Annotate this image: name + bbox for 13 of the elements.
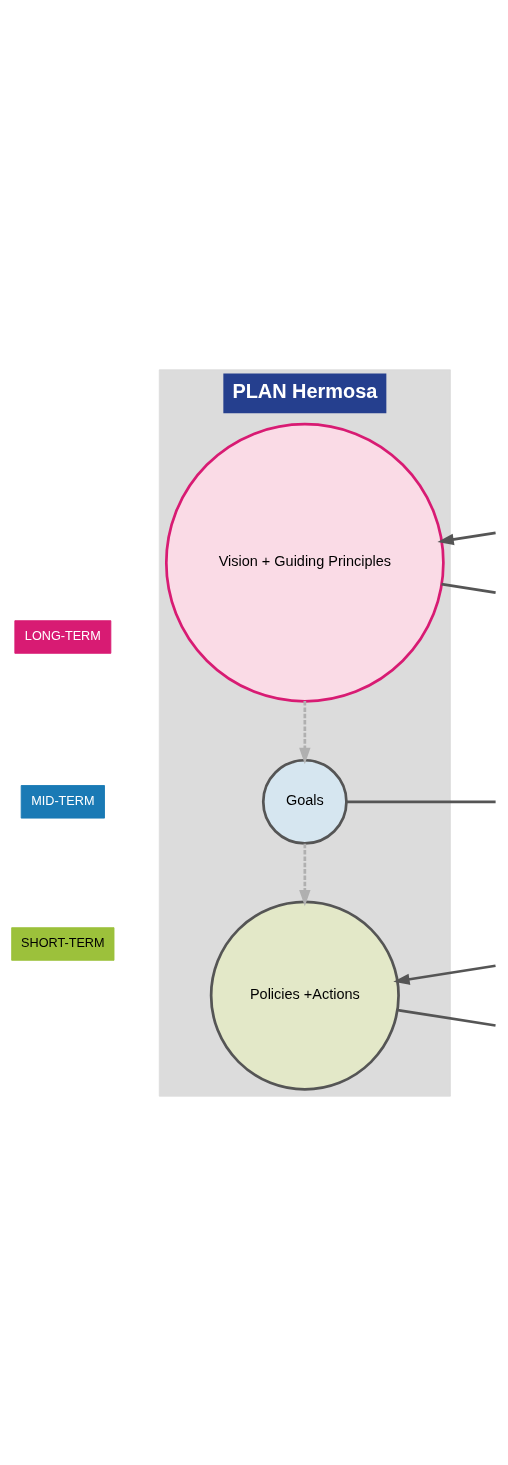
node-circle: Policies +Actions xyxy=(209,900,400,1091)
arrow xyxy=(437,531,496,545)
node-circle: Goals xyxy=(261,758,348,845)
node-box: MID-TERM xyxy=(20,784,105,819)
arrow xyxy=(299,700,311,764)
node-circle: Vision + Guiding Principles xyxy=(164,422,445,703)
arrow xyxy=(299,843,311,906)
arrow xyxy=(393,963,496,985)
node-box: LONG-TERM xyxy=(14,619,112,654)
connector xyxy=(397,1008,496,1027)
connector xyxy=(441,582,496,594)
node-box: SHORT-TERM xyxy=(11,926,115,961)
connector xyxy=(346,799,496,803)
